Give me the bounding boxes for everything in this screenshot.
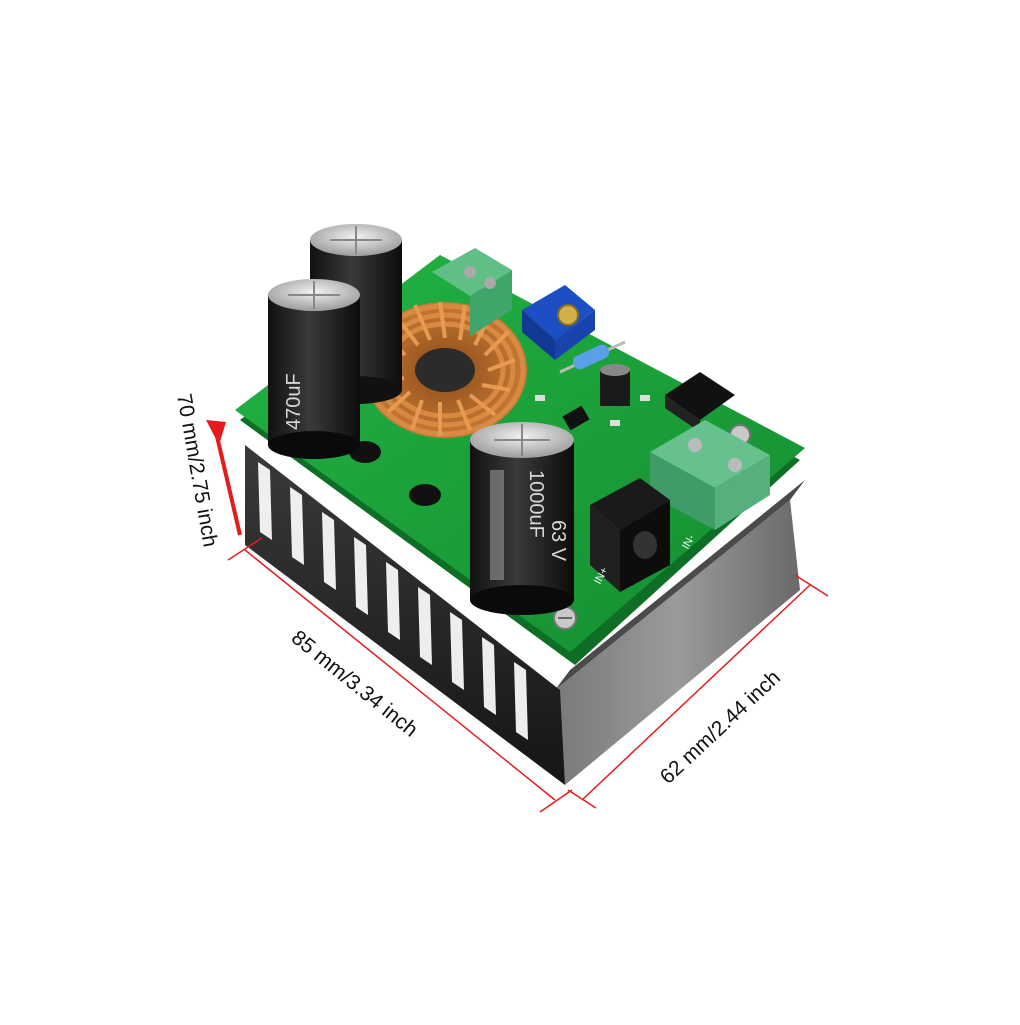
pcb-hole xyxy=(409,484,441,506)
diode-package xyxy=(665,372,735,432)
heatsink-side xyxy=(555,500,800,785)
smd-chip xyxy=(562,405,590,431)
height-dimension-label: 70 mm/2.75 inch xyxy=(172,392,222,549)
toroid-inductor xyxy=(363,301,527,438)
dimension-height: 70 mm/2.75 inch xyxy=(172,392,242,549)
trimmer-potentiometer xyxy=(522,285,595,360)
capacitor-small-label: 470uF xyxy=(283,373,305,430)
heatsink xyxy=(245,445,805,785)
resistor xyxy=(559,340,626,374)
arrow-up-icon xyxy=(206,420,226,445)
input-terminal-block xyxy=(650,420,770,530)
capacitor-large-label: 1000uF xyxy=(525,470,547,538)
small-electrolytic xyxy=(600,364,630,406)
capacitor-1000uf: 1000uF 63 V xyxy=(470,422,574,615)
capacitor-470uf-front: 470uF xyxy=(268,279,360,459)
capacitor-large-voltage: 63 V xyxy=(547,520,569,562)
dc-barrel-jack xyxy=(590,478,670,592)
output-terminal-block xyxy=(432,248,512,336)
